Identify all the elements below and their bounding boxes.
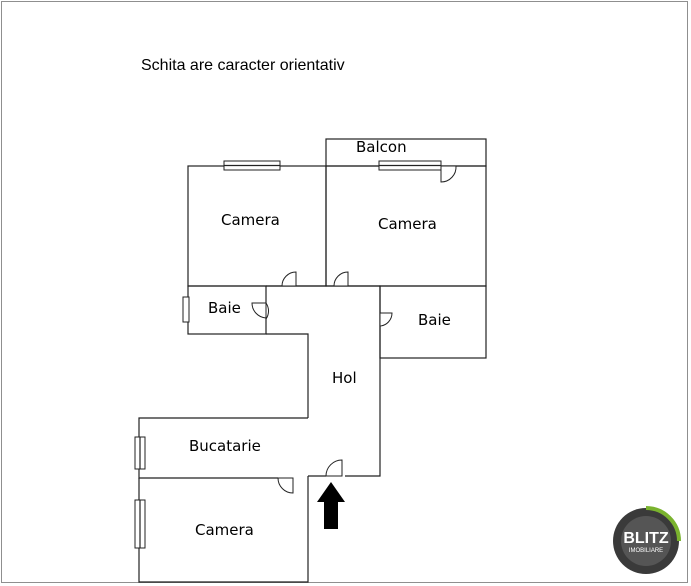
logo-inner bbox=[621, 516, 671, 566]
disclaimer-note: Schita are caracter orientativ bbox=[141, 57, 345, 74]
door-baie-left-leaf bbox=[265, 301, 270, 321]
label-baie-left: Baie bbox=[208, 299, 241, 317]
hall-wall-right bbox=[266, 285, 381, 477]
label-baie-right: Baie bbox=[418, 311, 451, 329]
window-baie-left bbox=[182, 296, 190, 323]
door-bucatarie bbox=[277, 477, 294, 494]
blitz-logo: BLITZ IMOBILIARE bbox=[613, 506, 681, 574]
label-hol: Hol bbox=[332, 369, 357, 387]
door-entrance bbox=[325, 459, 343, 477]
door-baie-left bbox=[251, 302, 267, 319]
label-camera-top-left: Camera bbox=[221, 211, 280, 229]
label-balcon: Balcon bbox=[356, 138, 407, 156]
door-camera-top-left bbox=[281, 271, 297, 287]
hall-wall-left bbox=[266, 333, 309, 418]
door-camera-top-right bbox=[333, 271, 349, 287]
entrance-arrow-icon bbox=[317, 482, 345, 529]
logo-brand: BLITZ bbox=[623, 530, 669, 547]
label-camera-top-right: Camera bbox=[378, 215, 437, 233]
label-camera-bottom: Camera bbox=[195, 521, 254, 539]
label-bucatarie: Bucatarie bbox=[189, 437, 261, 455]
logo-accent-arc bbox=[645, 506, 681, 542]
door-baie-right bbox=[379, 312, 393, 327]
door-balcon bbox=[440, 165, 457, 183]
logo-sub: IMOBILIARE bbox=[629, 548, 663, 554]
